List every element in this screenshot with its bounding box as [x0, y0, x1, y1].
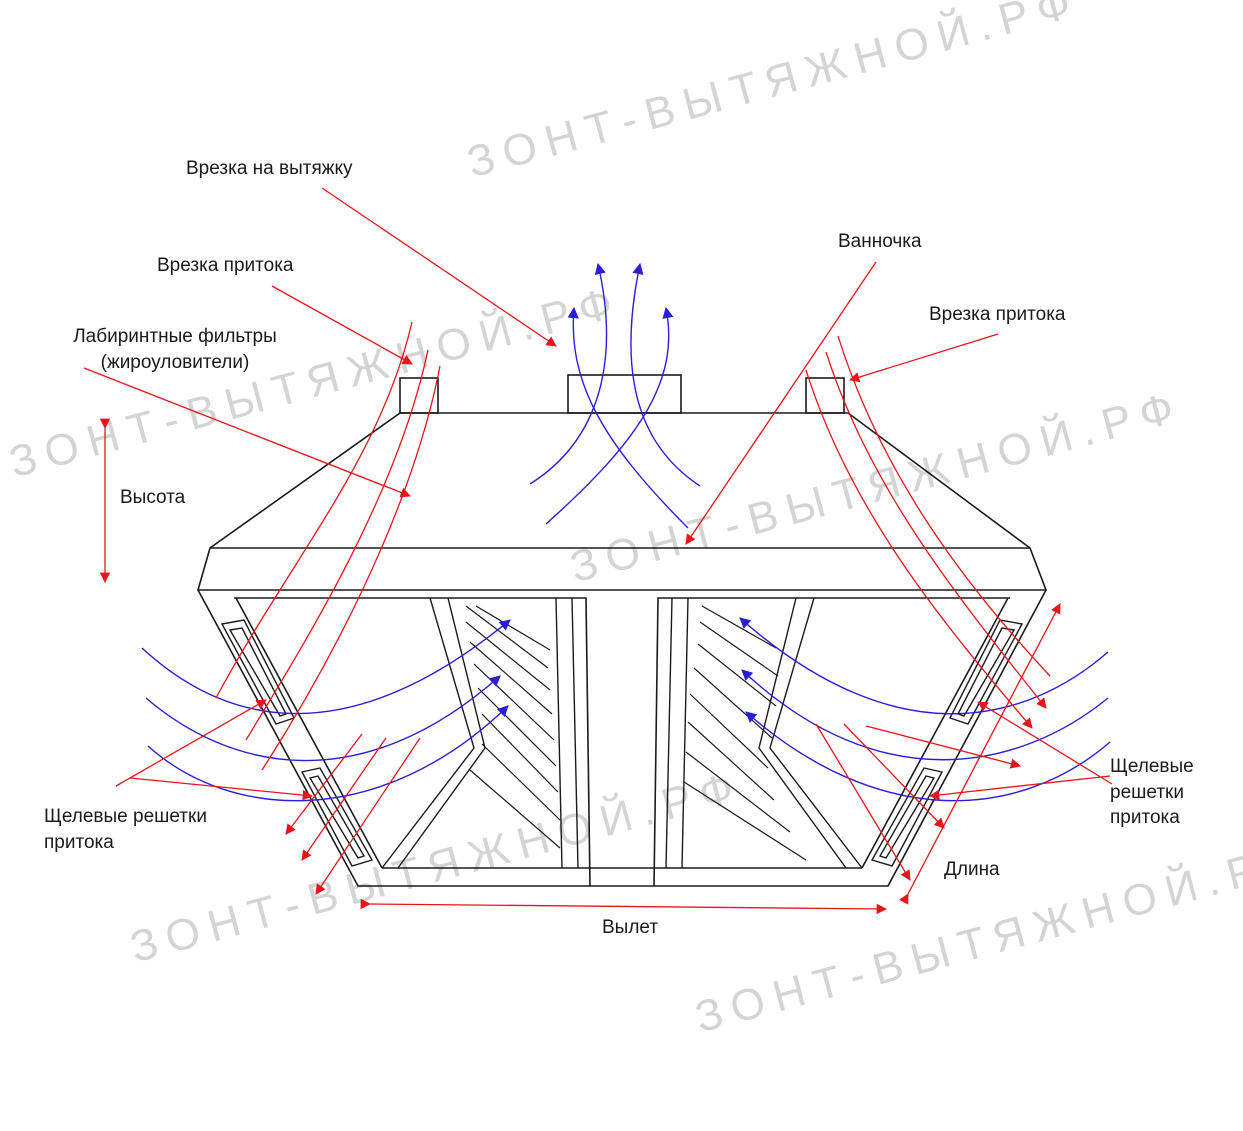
label-tray: Ванночка [838, 231, 922, 252]
length-dimension [899, 603, 1061, 905]
inner-shell-left [234, 597, 591, 887]
label-supply-cut-right: Врезка притока [929, 304, 1066, 325]
pointer-grilles-right-b [928, 775, 1111, 801]
pointer-grilles-left-b [129, 777, 314, 801]
slot-grilles [220, 619, 1024, 867]
label-grilles-right: Щелевые решетки притока [1110, 754, 1194, 831]
label-filters-line1: Лабиринтные фильтры [73, 326, 277, 347]
label-supply-cut-left: Врезка притока [157, 255, 294, 276]
grease-filter-left-slats [465, 605, 561, 849]
hood-top-cap [196, 412, 1048, 591]
label-filters: Лабиринтные фильтры (жироуловители) [55, 324, 295, 375]
label-grilles-right-line3: притока [1110, 807, 1180, 829]
hood-outline [196, 374, 1048, 887]
label-overhang: Вылет [602, 917, 659, 938]
overhang-dimension [360, 898, 888, 915]
label-grilles-left-line1: Щелевые решетки [44, 806, 207, 827]
label-exhaust-cut: Врезка на вытяжку [186, 158, 353, 179]
pointer-grilles-left-a [115, 699, 267, 787]
label-grilles-right-line1: Щелевые [1110, 756, 1194, 777]
supply-air-lines [215, 321, 1051, 895]
dimension-arrows [99, 418, 1061, 915]
label-length: Длина [944, 859, 1000, 880]
pointer-filters [83, 367, 411, 498]
label-grilles-right-line2: решетки [1110, 781, 1184, 803]
grease-filter-right-slats [683, 605, 807, 861]
inner-shell-right [653, 597, 1010, 887]
grease-filter-right [665, 597, 863, 869]
pointer-tray [685, 261, 877, 545]
label-filters-line2: (жироуловители) [100, 351, 250, 373]
pointer-supply-cut-left [271, 285, 413, 365]
supply-spigot-right [805, 377, 845, 414]
grease-filter-left [381, 597, 579, 869]
pointer-supply-cut-right [849, 333, 999, 383]
supply-spigot-left [399, 377, 439, 414]
pointer-grilles-right-a [977, 701, 1113, 785]
hood-body [197, 589, 1047, 887]
label-grilles-left-line2: притока [44, 831, 114, 853]
pointer-exhaust-cut [321, 187, 557, 347]
label-height: Высота [120, 487, 186, 508]
label-grilles-left: Щелевые решетки притока [44, 804, 207, 855]
exhaust-spigot [567, 374, 682, 414]
